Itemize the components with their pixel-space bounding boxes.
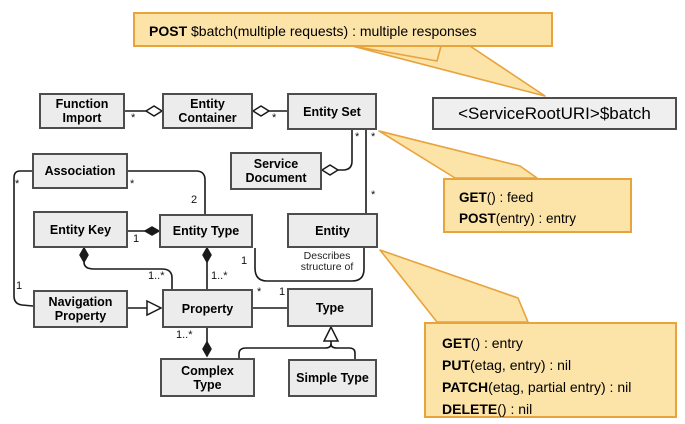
multiplicity-functionimport: * [131, 112, 136, 124]
http-verb: POST [149, 23, 188, 39]
multiplicity-entityset-entity-bottom: * [371, 189, 376, 201]
node-entity-set: Entity Set [287, 93, 377, 130]
node-label: Navigation Property [48, 295, 113, 323]
composition-diamond-entitytype-left [143, 226, 161, 236]
node-service-document: Service Document [230, 152, 322, 190]
callout-text: $batch(multiple requests) : multiple res… [187, 23, 477, 39]
operation-signature: (etag, partial entry) : nil [488, 379, 632, 395]
service-root-uri-box: <ServiceRootURI>$batch [432, 97, 677, 130]
operation-signature: (entry) : entry [495, 211, 577, 226]
multiplicity-entitytype-entity: 1 [241, 255, 248, 267]
node-function-import: Function Import [39, 93, 125, 129]
node-complex-type: Complex Type [160, 358, 255, 397]
batch-callout-tail [351, 45, 546, 97]
composition-diamond-complextype-top [202, 340, 212, 358]
multiplicity-property-type-one: 1 [279, 286, 286, 298]
operation-line: DELETE() : nil [442, 398, 675, 420]
node-type: Type [287, 288, 373, 327]
node-label: Service Document [245, 157, 307, 185]
multiplicity-association-left: * [15, 178, 20, 190]
http-verb: PATCH [442, 379, 489, 395]
http-verb: GET [459, 190, 487, 205]
multiplicity-entityset-entity-top: * [371, 131, 376, 143]
node-entity-container: Entity Container [162, 93, 253, 129]
entityset-callout-tail [378, 130, 538, 179]
http-verb: PUT [442, 357, 470, 373]
node-entity: Entity [287, 213, 378, 248]
operation-line: POST(entry) : entry [459, 208, 630, 229]
multiplicity-association-right: * [130, 178, 135, 190]
operation-signature: () : feed [486, 190, 534, 205]
describes-structure-label: Describes structure of [300, 250, 354, 273]
multiplicity-navproperty-association: 1 [16, 280, 23, 292]
entityset-operations-callout: GET() : feed POST(entry) : entry [443, 178, 632, 233]
composition-diamond-entitytype-bottom [202, 246, 212, 264]
batch-callout: POST $batch(multiple requests) : multipl… [133, 12, 553, 47]
operation-line: PATCH(etag, partial entry) : nil [442, 376, 675, 398]
node-label: Function Import [55, 97, 109, 125]
edge-association-entitytype [128, 170, 206, 214]
node-entity-type: Entity Type [159, 214, 253, 248]
entity-operations-callout: GET() : entry PUT(etag, entry) : nil PAT… [424, 322, 677, 418]
node-label: Entity Key [49, 222, 112, 237]
node-property: Property [162, 289, 253, 328]
node-label: Entity [315, 223, 350, 238]
composition-diamond-entitykey-bottom [79, 246, 89, 264]
node-navigation-property: Navigation Property [33, 290, 128, 328]
aggregation-diamond-container-left [144, 105, 164, 117]
generalization-triangle-type [322, 325, 340, 342]
batch-callout-tail-kink [351, 45, 442, 62]
node-label: Association [44, 164, 116, 178]
entity-callout-tail [379, 249, 529, 323]
http-verb: DELETE [442, 401, 498, 417]
multiplicity-entitytype-property: 1..* [211, 270, 228, 282]
edge-complextype-type [238, 343, 332, 358]
multiplicity-entityset-left: * [272, 112, 277, 124]
multiplicity-property-complextype: 1..* [176, 329, 193, 341]
aggregation-diamond-container-right [251, 105, 271, 117]
aggregation-diamond-servicedocument [320, 164, 340, 176]
edge-simpletype-type [330, 343, 356, 359]
multiplicity-entitykey-entitytype: 1 [133, 233, 140, 245]
node-simple-type: Simple Type [288, 359, 377, 397]
node-label: Complex Type [181, 363, 234, 392]
node-label: Property [181, 301, 234, 316]
operation-signature: (etag, entry) : nil [470, 357, 572, 373]
service-root-uri-text: <ServiceRootURI>$batch [458, 103, 651, 123]
node-label: Entity Set [303, 104, 361, 119]
operation-line: PUT(etag, entry) : nil [442, 354, 675, 376]
multiplicity-property-type-star: * [257, 286, 262, 298]
node-association: Association [32, 153, 128, 189]
multiplicity-association-entitytype: 2 [191, 194, 198, 206]
node-label: Entity Type [172, 224, 240, 238]
node-label: Simple Type [296, 371, 369, 385]
http-verb: GET [442, 335, 471, 351]
generalization-triangle-property [146, 299, 163, 317]
multiplicity-entitykey-property: 1..* [148, 270, 165, 282]
operation-line: GET() : entry [442, 332, 675, 354]
multiplicity-entityset-servicedocument: * [355, 131, 360, 143]
operation-signature: () : nil [497, 401, 533, 417]
operation-signature: () : entry [470, 335, 523, 351]
http-verb: POST [459, 211, 496, 226]
edge-entityset-servicedocument [338, 130, 353, 171]
operation-line: GET() : feed [459, 187, 630, 208]
node-entity-key: Entity Key [33, 211, 128, 248]
node-label: Type [315, 300, 345, 315]
node-label: Entity Container [178, 97, 237, 125]
